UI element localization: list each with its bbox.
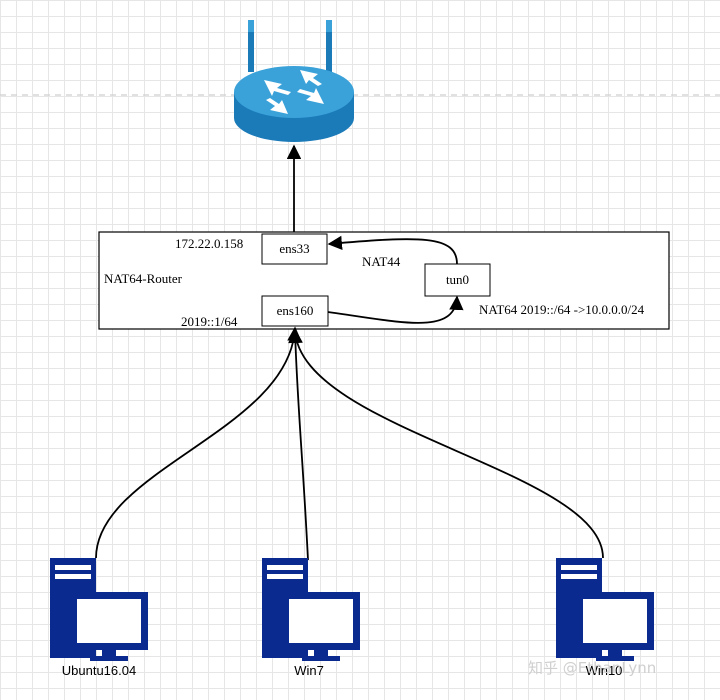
link-ubuntu — [95, 326, 302, 559]
desktop-computer-icon — [556, 558, 654, 661]
ens33-ip: 172.22.0.158 — [175, 236, 243, 251]
client-label-ubuntu: Ubuntu16.04 — [62, 663, 136, 678]
link-win7 — [288, 328, 309, 561]
ens160-label: ens160 — [277, 303, 314, 318]
router-title: NAT64-Router — [104, 271, 183, 286]
desktop-computer-icon — [50, 558, 148, 661]
tun0-label: tun0 — [446, 272, 469, 287]
watermark: 知乎 @EthanLynn — [528, 659, 656, 677]
nat44-arrow — [327, 235, 458, 265]
ens33-label: ens33 — [279, 241, 309, 256]
ens33-interface — [261, 233, 328, 265]
nat64-router-box — [98, 231, 670, 330]
client-label-win10: Win10 — [586, 663, 623, 678]
router-icon — [234, 20, 354, 142]
link-win10 — [288, 328, 604, 559]
client-label-win7: Win7 — [294, 663, 324, 678]
ens160-interface — [261, 295, 329, 327]
nat64-label: NAT64 2019::/64 ->10.0.0.0/24 — [479, 302, 645, 317]
nat64-arrow — [327, 295, 464, 324]
desktop-computer-icon — [262, 558, 360, 661]
nat44-label: NAT44 — [362, 254, 401, 269]
ens160-ip: 2019::1/64 — [181, 314, 238, 329]
